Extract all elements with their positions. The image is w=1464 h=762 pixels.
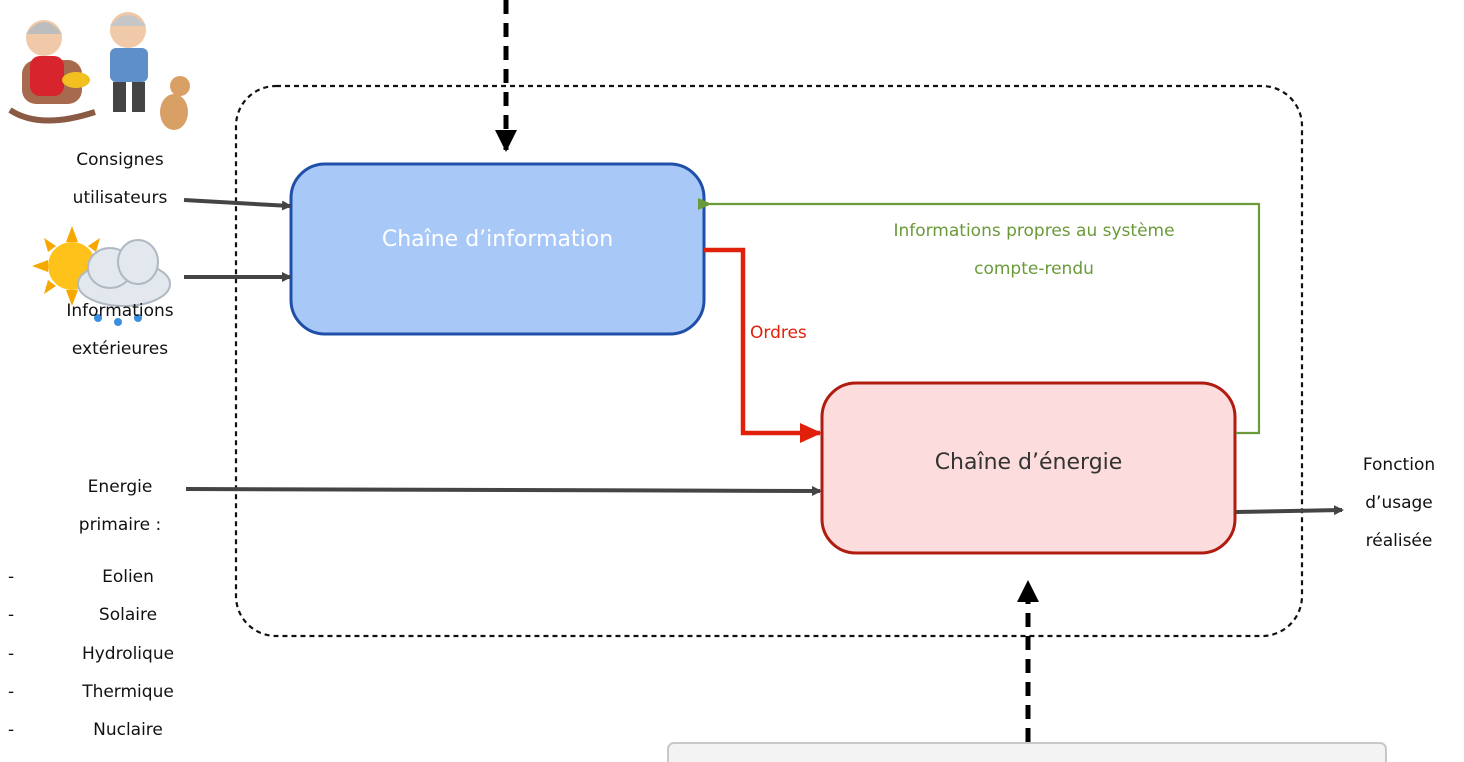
energy-input-arrow (185, 485, 822, 496)
energy-chain-box (820, 381, 1237, 555)
energy-source-item: -Nuclaire (8, 720, 163, 740)
feedback-arrow (698, 198, 1261, 435)
orders-label: Ordres (750, 323, 807, 343)
energy-source-item: -Thermique (8, 682, 174, 702)
consignes-arrow (183, 198, 292, 211)
external-info-label: Informations extérieures (66, 301, 174, 359)
user-instructions-label: Consignes utilisateurs (72, 150, 168, 208)
energy-source-item: -Solaire (8, 605, 158, 625)
output-arrow (1235, 505, 1344, 516)
weather-illustration (32, 226, 171, 326)
information-chain-title: Chaîne d’information (381, 227, 614, 252)
orders-arrow (704, 247, 822, 443)
bottom-panel (667, 742, 1387, 762)
energy-chain-title: Chaîne d’énergie (934, 450, 1123, 475)
feedback-label: Informations propres au système compte-r… (893, 221, 1175, 279)
primary-energy-label: Energie primaire : (78, 477, 162, 535)
energy-source-item: -Hydrolique (8, 644, 175, 664)
system-boundary (234, 84, 1304, 638)
output-label: Fonction d’usage réalisée (1362, 455, 1436, 551)
users-illustration (8, 12, 190, 130)
energy-source-item: -Eolien (8, 567, 154, 587)
